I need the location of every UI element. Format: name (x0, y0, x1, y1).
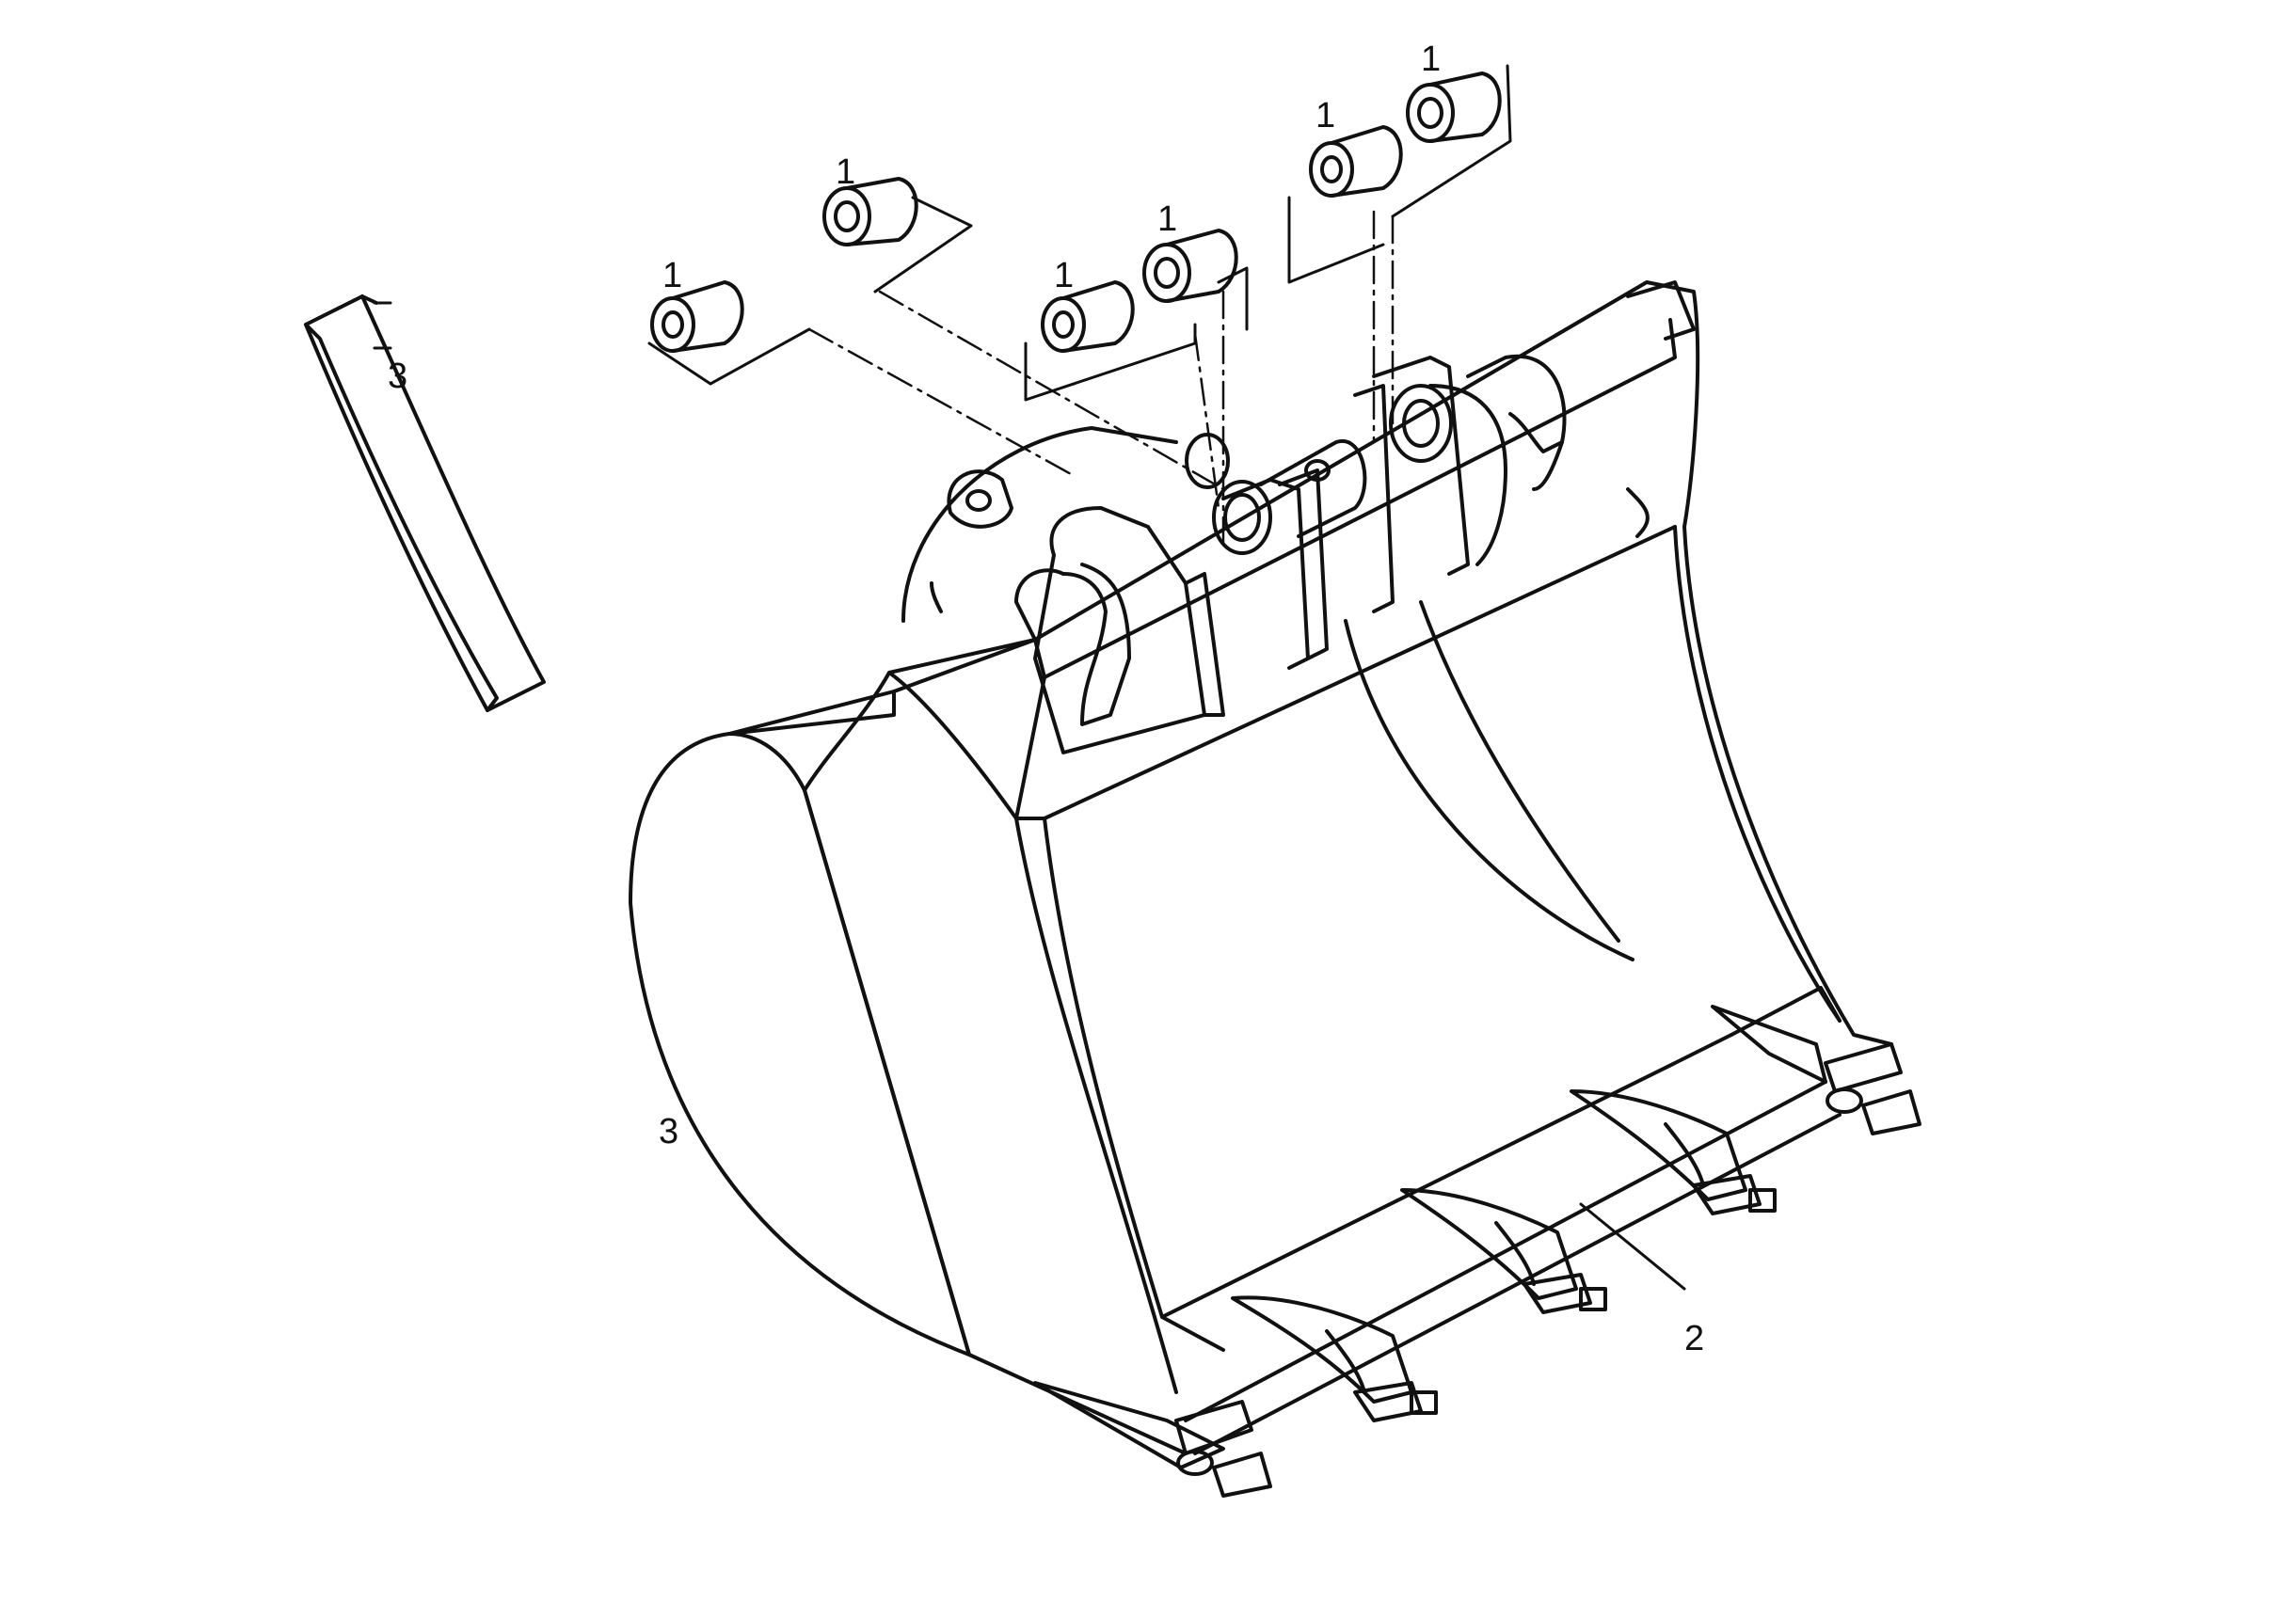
leader-cutting-edge (1579, 1202, 1686, 1291)
bushing-2 (822, 177, 918, 246)
callout-side-plate: 3 (659, 1112, 678, 1151)
bushing-4 (1142, 229, 1238, 303)
tooth-2 (1400, 1188, 1607, 1314)
callout-bushing-1: 1 (662, 256, 682, 295)
bracket-lines (647, 64, 1512, 402)
cutting-edge (1174, 1042, 1921, 1498)
wear-strip (304, 294, 546, 712)
bushings (650, 71, 1502, 353)
bushing-6 (1406, 71, 1502, 143)
bucket-body (629, 280, 1893, 1469)
centerlines (807, 210, 1395, 548)
corner-adaptor-left (1174, 1400, 1272, 1498)
bushing-5 (1309, 125, 1403, 198)
callout-bushing-4: 1 (1157, 199, 1177, 239)
callout-bushing-6: 1 (1421, 40, 1441, 79)
callout-bushing-5: 1 (1315, 96, 1335, 135)
callout-bushing-2: 1 (836, 152, 855, 192)
bushing-3 (1041, 280, 1135, 353)
left-side-plate (629, 732, 971, 1357)
bushing-1 (650, 280, 744, 353)
corner-adaptor-right (1824, 1042, 1921, 1135)
callout-labels: 1 1 1 1 1 1 2 3 3 (388, 40, 1704, 1358)
callout-wear-strip: 3 (388, 357, 407, 396)
tooth-3 (1570, 1089, 1777, 1215)
callout-bushing-3: 1 (1054, 256, 1074, 295)
callout-cutting-edge: 2 (1684, 1319, 1704, 1358)
tooth-1 (1231, 1295, 1438, 1422)
